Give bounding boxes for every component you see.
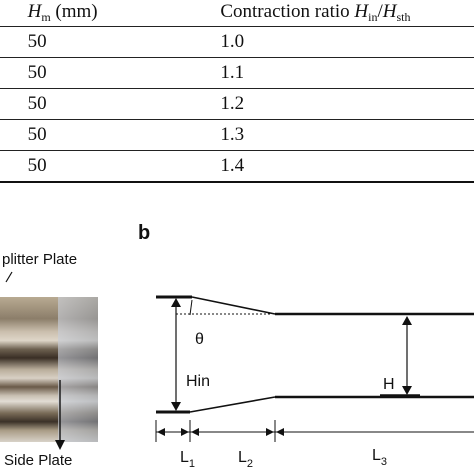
- l1-label: L1: [180, 449, 195, 470]
- table-cell-hm: 50: [27, 62, 47, 83]
- table-cell-ratio: 1.0: [220, 31, 245, 52]
- theta-label: θ: [195, 331, 204, 348]
- splitter-plate-leader: [5, 271, 13, 283]
- bottom-wall: [156, 394, 474, 414]
- table-cell-ratio: 1.3: [220, 124, 245, 145]
- h-dimension-arrow: [402, 316, 412, 395]
- l2-label: L2: [238, 449, 253, 470]
- hin-dimension-arrow: [171, 298, 181, 411]
- experiment-photo: [0, 297, 98, 442]
- photo-glare: [58, 297, 98, 442]
- table-header-row: Hm (mm) Contraction ratio Hin/Hsth: [0, 0, 474, 27]
- table-header-ratio: Contraction ratio Hin/Hsth: [220, 1, 411, 24]
- top-wall: [156, 295, 474, 316]
- side-plate-arrowhead: [55, 440, 65, 450]
- table-cell-hm: 50: [27, 124, 47, 145]
- table-cell-ratio: 1.4: [220, 155, 245, 176]
- hin-label: Hin: [186, 373, 210, 390]
- table-cell-hm: 50: [27, 155, 47, 176]
- side-plate-label: Side Plate: [4, 452, 73, 469]
- length-dimension-line: [155, 420, 474, 442]
- panel-letter-b: b: [138, 222, 151, 244]
- splitter-plate-label: plitter Plate: [2, 251, 78, 268]
- l3-label: L3: [372, 447, 387, 468]
- table-cell-ratio: 1.2: [220, 93, 245, 114]
- table-cell-ratio: 1.1: [220, 62, 245, 83]
- table-cell-hm: 50: [27, 31, 47, 52]
- table-header-hm: Hm (mm): [27, 1, 98, 24]
- table-cell-hm: 50: [27, 93, 47, 114]
- h-label: H: [383, 376, 395, 393]
